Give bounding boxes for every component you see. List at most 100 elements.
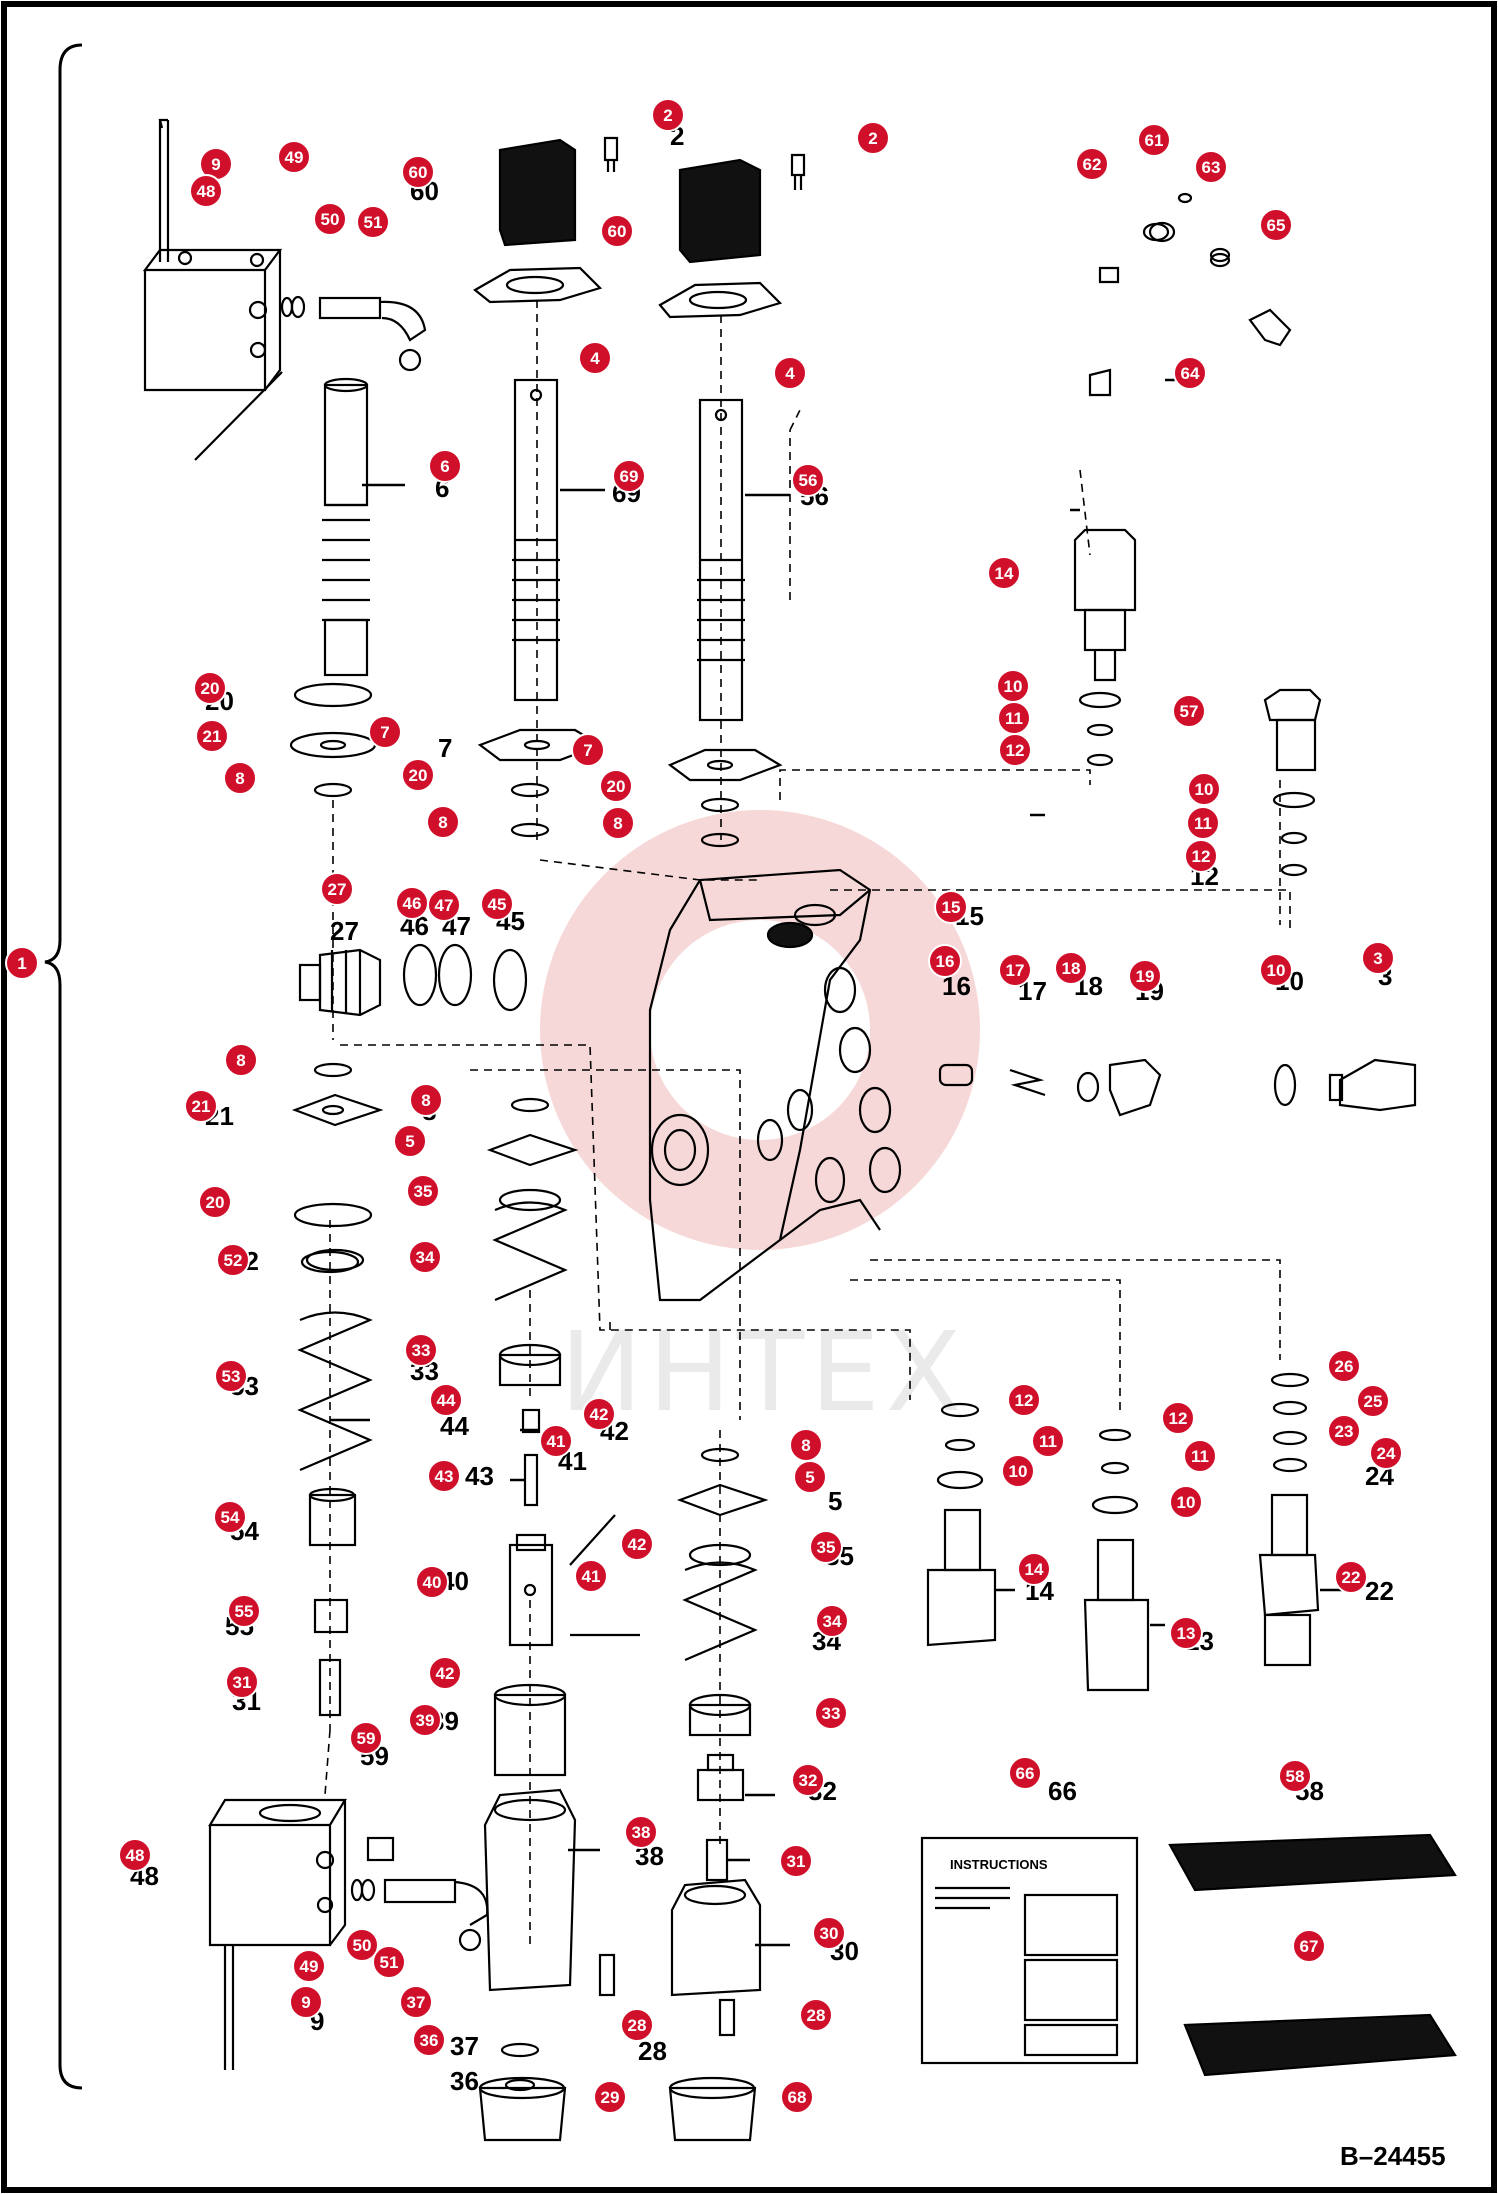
callout-24: 24 bbox=[1369, 1436, 1403, 1470]
callout-number: 30 bbox=[820, 1924, 839, 1943]
callout-number: 34 bbox=[416, 1248, 435, 1267]
callout-number: 60 bbox=[608, 222, 627, 241]
cap-54 bbox=[308, 1487, 357, 1547]
callout-circle-icon bbox=[198, 1185, 232, 1219]
callout-number: 21 bbox=[203, 727, 222, 746]
callout-number: 65 bbox=[1267, 216, 1286, 235]
callout-42: 42 bbox=[582, 1397, 616, 1431]
callout-number: 8 bbox=[438, 813, 447, 832]
callout-circle-icon bbox=[480, 887, 514, 921]
callout-number: 17 bbox=[1006, 961, 1025, 980]
callout-number: 3 bbox=[1373, 949, 1382, 968]
callout-55: 55 bbox=[227, 1594, 261, 1628]
callout-60: 60 bbox=[401, 155, 435, 189]
callout-circle-icon bbox=[227, 1594, 261, 1628]
callout-circle-icon bbox=[401, 758, 435, 792]
callout-number: 16 bbox=[936, 952, 955, 971]
callout-50: 50 bbox=[313, 202, 347, 236]
callout-29: 29 bbox=[593, 2080, 627, 2114]
callout-circle-icon bbox=[1369, 1436, 1403, 1470]
callout-number: 23 bbox=[1335, 1422, 1354, 1441]
callout-circle-icon bbox=[216, 1243, 250, 1277]
callout-28: 28 bbox=[799, 1998, 833, 2032]
callout-circle-icon bbox=[368, 715, 402, 749]
callout-5: 5 bbox=[793, 1460, 827, 1494]
callout-number: 10 bbox=[1195, 780, 1214, 799]
callout-number: 27 bbox=[328, 880, 347, 899]
callout-circle-icon bbox=[1356, 1384, 1390, 1418]
callout-57: 57 bbox=[1172, 694, 1206, 728]
callout-circle-icon bbox=[412, 2023, 446, 2057]
relief-valve-14-bottom bbox=[926, 1508, 997, 1647]
callout-number: 29 bbox=[601, 2088, 620, 2107]
callout-19: 19 bbox=[1128, 959, 1162, 993]
callout-circle-icon bbox=[1054, 951, 1088, 985]
callout-number: 1 bbox=[17, 954, 26, 973]
callout-number: 8 bbox=[801, 1436, 810, 1455]
callout-41: 41 bbox=[574, 1559, 608, 1593]
screw-28-left bbox=[598, 1953, 616, 1997]
callout-circle-icon bbox=[349, 1721, 383, 1755]
callout-number: 11 bbox=[1039, 1432, 1057, 1451]
callout-69: 69 bbox=[612, 459, 646, 493]
callout-number: 21 bbox=[192, 1097, 211, 1116]
callout-number: 35 bbox=[817, 1538, 836, 1557]
callout-circle-icon bbox=[1161, 1401, 1195, 1435]
callout-31: 31 bbox=[779, 1844, 813, 1878]
plug-59 bbox=[366, 1836, 395, 1862]
callout-31: 31 bbox=[225, 1665, 259, 1699]
callout-number: 20 bbox=[206, 1193, 225, 1212]
callout-number: 12 bbox=[1006, 741, 1025, 760]
callout-number: 59 bbox=[357, 1729, 376, 1748]
callout-20: 20 bbox=[193, 671, 227, 705]
callout-circle-icon bbox=[812, 1916, 846, 1950]
callout-circle-icon bbox=[599, 769, 633, 803]
callout-26: 26 bbox=[1327, 1349, 1361, 1383]
callout-58: 58 bbox=[1278, 1759, 1312, 1793]
callout-8: 8 bbox=[223, 761, 257, 795]
callout-number: 5 bbox=[805, 1468, 814, 1487]
callout-circle-icon bbox=[620, 2008, 654, 2042]
relief-valve-14-top bbox=[1073, 528, 1137, 682]
callout-9: 9 bbox=[199, 147, 233, 181]
callout-10: 10 bbox=[1187, 772, 1221, 806]
callout-56: 56 bbox=[791, 463, 825, 497]
callout-circle-icon bbox=[225, 1665, 259, 1699]
pin-44 bbox=[521, 1408, 541, 1434]
diagram-reference-code: B–24455 bbox=[1340, 2141, 1446, 2171]
callout-8: 8 bbox=[601, 806, 635, 840]
callout-circle-icon bbox=[600, 214, 634, 248]
callout-number: 5 bbox=[405, 1132, 414, 1151]
callout-circle-icon bbox=[1184, 839, 1218, 873]
callout-circle-icon bbox=[998, 733, 1032, 767]
callout-number: 33 bbox=[412, 1341, 431, 1360]
callout-number: 40 bbox=[423, 1573, 442, 1592]
callout-circle-icon bbox=[427, 1459, 461, 1493]
callout-circle-icon bbox=[1259, 208, 1293, 242]
screw-28-right bbox=[718, 1998, 736, 2037]
callout-circle-icon bbox=[1128, 959, 1162, 993]
end-block-top bbox=[142, 118, 283, 461]
callout-circle-icon bbox=[1334, 1560, 1368, 1594]
callout-circle-icon bbox=[578, 341, 612, 375]
callout-circle-icon bbox=[624, 1815, 658, 1849]
callout-number: 53 bbox=[222, 1367, 241, 1386]
callout-number: 69 bbox=[620, 467, 639, 486]
nut-55 bbox=[313, 1598, 349, 1634]
callout-14: 14 bbox=[987, 556, 1021, 590]
callout-67: 67 bbox=[1292, 1929, 1326, 1963]
callout-circle-icon bbox=[406, 1174, 440, 1208]
callout-circle-icon bbox=[814, 1696, 848, 1730]
callout-circle-icon bbox=[1172, 694, 1206, 728]
callout-25: 25 bbox=[1356, 1384, 1390, 1418]
callout-number: 9 bbox=[211, 155, 220, 174]
callout-circle-icon bbox=[1169, 1616, 1203, 1650]
callout-14: 14 bbox=[1017, 1552, 1051, 1586]
callout-circle-icon bbox=[799, 1998, 833, 2032]
callout-10: 10 bbox=[1259, 953, 1293, 987]
callout-number: 2 bbox=[663, 106, 672, 125]
callout-59: 59 bbox=[349, 1721, 383, 1755]
callout-circle-icon bbox=[399, 1985, 433, 2019]
